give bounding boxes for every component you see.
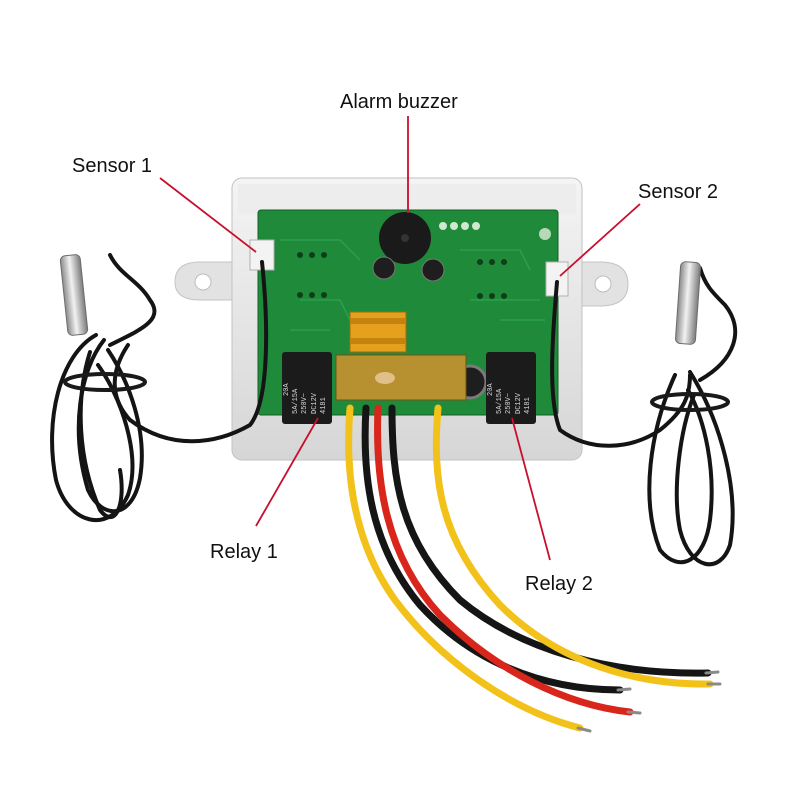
relay-1-leader — [255, 417, 319, 527]
relay-1-label: Relay 1 — [210, 541, 278, 563]
wire-tips — [576, 670, 722, 733]
sensor-1-probe — [59, 254, 89, 336]
wire-yellow-1 — [345, 404, 584, 732]
sensor-2-probe — [675, 261, 701, 345]
alarm-buzzer-label: Alarm buzzer — [340, 91, 458, 113]
relay-1-marking: 5A/15A — [292, 388, 300, 414]
wire-black-2 — [388, 404, 712, 677]
sensor-2-leader — [559, 203, 641, 277]
sensor-1-leader — [159, 177, 257, 253]
relay-1-marking: 20A — [283, 383, 291, 396]
wire-yellow-2 — [432, 404, 714, 688]
sensor-2-label: Sensor 2 — [638, 181, 718, 203]
relay-2-marking: 4181 — [524, 397, 532, 414]
transformer — [349, 311, 407, 353]
output-wires — [345, 404, 714, 732]
relay-2-marking: 20A — [487, 383, 495, 396]
relay-1-marking: 250V~ — [301, 393, 309, 414]
relay-2-component: 20A 5A/15A 250V~ DC12V 4181 — [486, 352, 536, 424]
relay-2-marking: DC12V — [515, 392, 523, 414]
power-board — [335, 354, 467, 401]
sensor-1-label: Sensor 1 — [72, 155, 152, 177]
circuit-board — [257, 209, 559, 416]
relay-2-label: Relay 2 — [525, 573, 593, 595]
sensor-1-cable-tie — [63, 372, 147, 392]
sensor-1-cable — [50, 253, 269, 523]
relay-1-marking: 4181 — [320, 397, 328, 414]
sensor-2-cable-tie — [650, 392, 730, 412]
callout-lines — [159, 116, 641, 561]
wire-red — [374, 404, 634, 716]
wire-black-1 — [361, 404, 624, 694]
relay-2-leader — [511, 417, 551, 561]
relay-2-marking: 5A/15A — [496, 388, 504, 414]
alarm-buzzer — [379, 212, 431, 264]
relay-2-marking: 250V~ — [505, 393, 513, 414]
relay-1-component: 20A 5A/15A 250V~ DC12V 4181 — [282, 352, 332, 424]
relay-1-marking: DC12V — [311, 392, 319, 414]
